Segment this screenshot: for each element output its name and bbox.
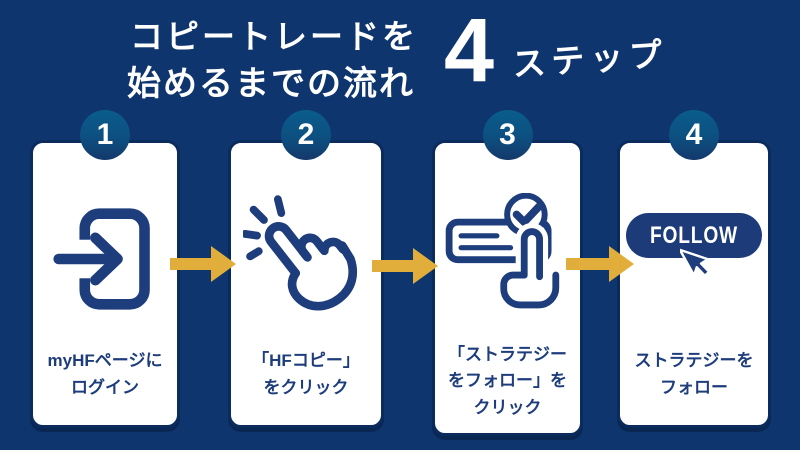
step-caption-3: 「ストラテジー をフォロー」を クリック <box>448 344 567 417</box>
step-number-badge-3: 3 <box>482 110 533 160</box>
cursor-icon <box>678 245 711 286</box>
step-card-1: 1 myHFページに ログイン <box>30 110 180 428</box>
right-arrow-icon <box>170 245 236 288</box>
step-number-badge-4: 4 <box>669 110 719 160</box>
right-arrow-icon <box>372 247 438 290</box>
step-number-badge-2: 2 <box>281 110 331 160</box>
title-line-2: 始めるまでの流れ <box>127 65 415 103</box>
step-count-label: ステップ <box>511 35 670 84</box>
step-card-4: 4 FOLLOW ストラテジーを フォロー <box>617 110 771 428</box>
follow-button: FOLLOW <box>626 213 762 258</box>
follow-button-label: FOLLOW <box>650 221 738 249</box>
click-hand-icon <box>231 143 381 348</box>
step-card-3: 3 <box>432 110 583 436</box>
step-caption-2: 「HFコピー」 をクリック <box>252 351 360 397</box>
checked-button-hand-icon <box>435 143 580 342</box>
step-caption-1: myHFページに ログイン <box>47 351 163 397</box>
right-arrow-icon <box>566 245 634 288</box>
step-caption-4: ストラテジーを フォロー <box>634 351 754 397</box>
step-number-badge-1: 1 <box>80 110 130 160</box>
step-count-number: 4 <box>444 1 495 101</box>
step-card-2: 2 「HFコピー」 をクリック <box>228 110 384 428</box>
title-line-1: コピートレードを <box>130 18 418 55</box>
login-icon <box>33 143 177 348</box>
